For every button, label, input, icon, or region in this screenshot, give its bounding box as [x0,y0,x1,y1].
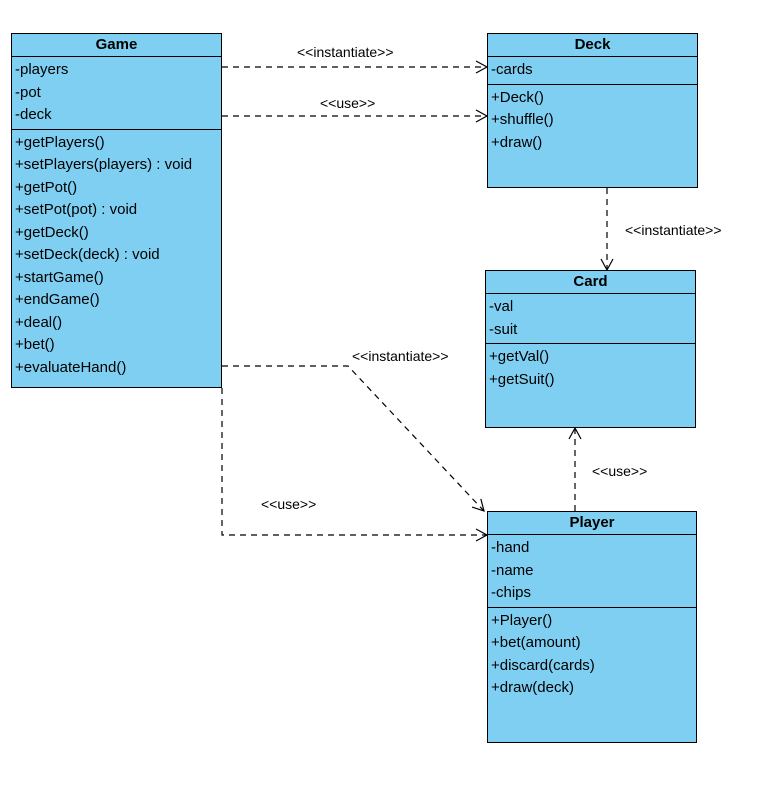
attribute: -val [489,298,514,315]
operation: +setDeck(deck) : void [15,246,160,263]
attribute: -chips [491,584,532,601]
class-card-attributes: -val -suit [486,294,695,344]
attribute: -suit [489,320,518,338]
operation: +bet() [15,336,55,353]
relation-game-player-use [221,388,489,542]
attribute: -pot [15,83,41,101]
class-game-operations: +getPlayers() +setPlayers(players) : voi… [12,130,221,382]
stereotype-label: <<instantiate>> [625,222,722,238]
operation: +discard(cards) [491,656,595,674]
class-game-name: Game [12,34,221,57]
operation: +getPot() [15,178,78,196]
operation: +draw() [491,133,543,151]
operation: +setPot(pot) : void [15,201,138,218]
class-player-name: Player [488,512,696,535]
attribute: -players [15,61,69,78]
operation: +evaluateHand() [15,358,127,376]
operation: +draw(deck) [491,679,574,696]
operation: +Deck() [491,88,544,106]
operation: +getPlayers() [15,133,105,151]
stereotype-label: <<use>> [320,95,376,111]
operation: +bet(amount) [491,634,581,651]
operation: +setPlayers(players) : void [15,156,193,173]
class-deck-name: Deck [488,34,697,57]
class-player-operations: +Player() +bet(amount) +discard(cards) +… [488,608,696,702]
attribute: -deck [15,106,52,123]
stereotype-label: <<instantiate>> [297,44,394,60]
operation: +deal() [15,313,63,331]
class-deck-attributes: -cards [488,57,697,85]
class-game[interactable]: Game -players -pot -deck +getPlayers() +… [11,33,222,388]
operation: +endGame() [15,291,100,308]
class-game-attributes: -players -pot -deck [12,57,221,130]
class-card-operations: +getVal() +getSuit() [486,344,695,393]
operation: +shuffle() [491,111,554,128]
operation: +getDeck() [15,223,89,241]
class-card[interactable]: Card -val -suit +getVal() +getSuit() [485,270,696,428]
operation: +getVal() [489,348,550,365]
operation: +Player() [491,611,553,629]
stereotype-label: <<instantiate>> [352,348,449,364]
attribute: -name [491,561,534,579]
relation-game-player-instantiate [222,365,485,512]
stereotype-label: <<use>> [261,496,317,512]
attribute: -cards [491,61,533,78]
attribute: -hand [491,539,530,556]
operation: +getSuit() [489,370,555,388]
operation: +startGame() [15,268,104,286]
class-player-attributes: -hand -name -chips [488,535,696,608]
class-player[interactable]: Player -hand -name -chips +Player() +bet… [487,511,697,743]
stereotype-label: <<use>> [592,463,648,479]
class-deck-operations: +Deck() +shuffle() +draw() [488,85,697,157]
class-card-name: Card [486,271,695,294]
class-deck[interactable]: Deck -cards +Deck() +shuffle() +draw() [487,33,698,188]
